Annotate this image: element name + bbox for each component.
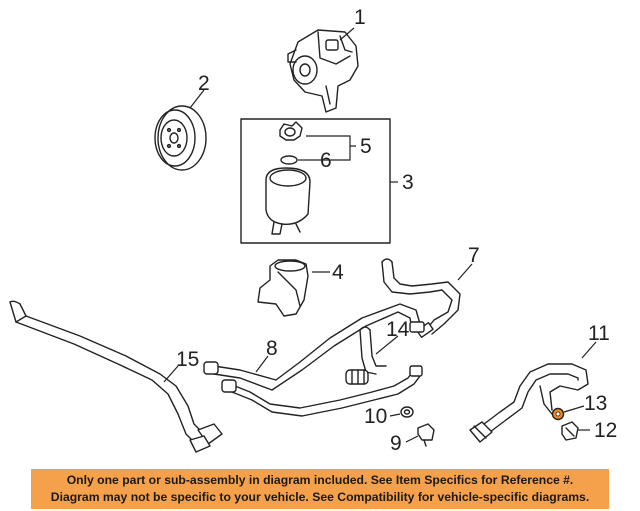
o-ring-seal bbox=[280, 155, 298, 165]
return-hose bbox=[381, 258, 461, 338]
disclaimer-line-1: Only one part or sub-assembly in diagram… bbox=[66, 473, 574, 487]
disclaimer-line-2: Diagram may not be specific to your vehi… bbox=[50, 490, 590, 504]
cooler-hose bbox=[469, 363, 589, 443]
pressure-hose-fitting bbox=[345, 326, 387, 385]
callout-6: 6 bbox=[320, 149, 332, 172]
callout-14: 14 bbox=[386, 318, 410, 341]
callout-4: 4 bbox=[332, 261, 344, 284]
cooler-pipe bbox=[9, 300, 223, 453]
callout-8: 8 bbox=[266, 337, 278, 360]
callout-11: 11 bbox=[588, 322, 610, 345]
banjo-bolt bbox=[417, 423, 435, 447]
reservoir-bracket bbox=[257, 259, 309, 317]
callout-12: 12 bbox=[594, 419, 617, 442]
power-steering-pump bbox=[287, 29, 359, 113]
disclaimer-banner: Only one part or sub-assembly in diagram… bbox=[31, 469, 609, 509]
pressure-hose-line bbox=[203, 303, 425, 417]
callout-1: 1 bbox=[354, 6, 366, 29]
callout-3: 3 bbox=[402, 171, 414, 194]
callout-2: 2 bbox=[198, 72, 210, 95]
highlighted-o-ring bbox=[551, 407, 565, 421]
reservoir-assembly-box bbox=[240, 118, 391, 244]
callout-13: 13 bbox=[584, 392, 607, 415]
callout-9: 9 bbox=[390, 432, 402, 455]
hose-fitting-connector bbox=[561, 421, 579, 441]
leader-lines bbox=[163, 27, 597, 443]
callout-10: 10 bbox=[364, 405, 387, 428]
reservoir-tank bbox=[265, 167, 311, 235]
reservoir-cap bbox=[279, 121, 303, 141]
sealing-washer bbox=[400, 406, 414, 418]
callout-5: 5 bbox=[360, 135, 372, 158]
callout-7: 7 bbox=[468, 244, 480, 267]
pulley bbox=[154, 105, 207, 171]
callout-15: 15 bbox=[176, 348, 199, 371]
